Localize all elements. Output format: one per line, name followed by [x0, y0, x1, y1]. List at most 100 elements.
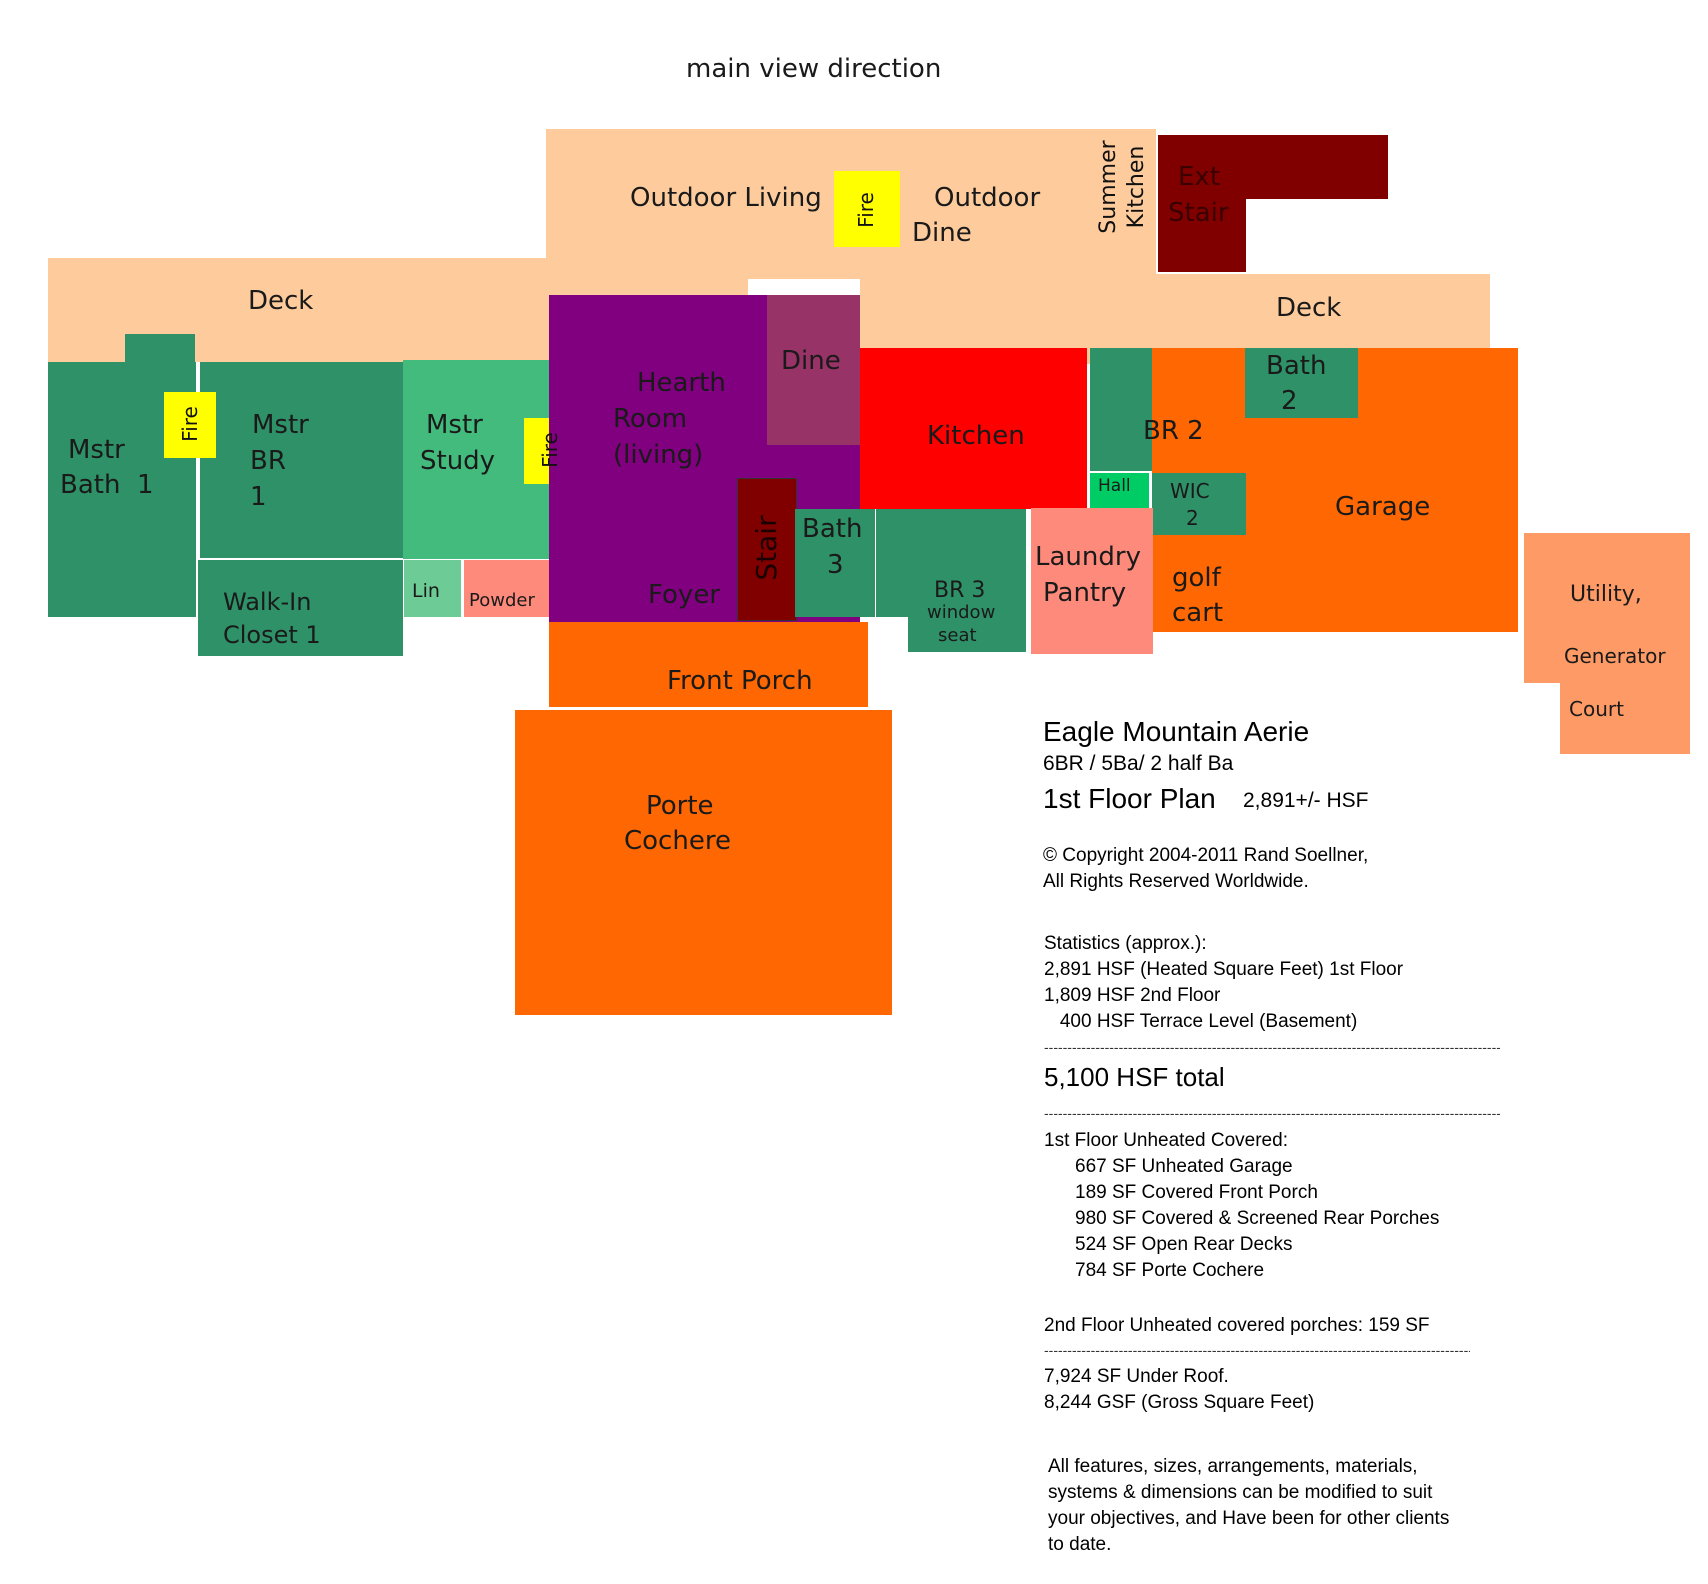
hall-label: Hall [1098, 476, 1131, 496]
wic2-label-2: 2 [1186, 506, 1199, 530]
disclaimer-line-2: systems & dimensions can be modified to … [1048, 1482, 1433, 1503]
hearth-room-label-2: Room [613, 404, 688, 434]
stair-label: Stair [750, 515, 783, 581]
fire-top-label: Fire [854, 192, 878, 228]
kitchen [860, 348, 1087, 509]
mstr-bath-label-2: Bath 1 [60, 470, 154, 500]
hearth-room-label-3: (living) [613, 440, 704, 470]
mstr-study-label-2: Study [420, 446, 496, 476]
view-direction-label: main view direction [686, 54, 942, 84]
unheated-line-1: 667 SF Unheated Garage [1075, 1156, 1293, 1177]
bath2-label-2: 2 [1281, 386, 1298, 416]
window-seat-label-2: seat [938, 625, 977, 646]
hall [1090, 473, 1149, 508]
mstr-br-label-1: Mstr [252, 410, 309, 440]
laundry-pantry [1031, 508, 1153, 654]
gross-sf: 8,244 GSF (Gross Square Feet) [1044, 1392, 1315, 1413]
second-floor-porches: 2nd Floor Unheated covered porches: 159 … [1044, 1315, 1430, 1336]
wic2 [1152, 473, 1246, 535]
stats-line-3: 400 HSF Terrace Level (Basement) [1044, 1011, 1358, 1032]
deck-left-label: Deck [248, 286, 314, 316]
summer-kitchen-label-1: Summer [1096, 140, 1121, 234]
golf-cart-label-1: golf [1172, 563, 1221, 593]
porte-cochere-label-2: Cochere [624, 826, 731, 856]
stats-heading: Statistics (approx.): [1044, 933, 1207, 954]
bath3 [795, 509, 875, 617]
porte-cochere-label-1: Porte [646, 791, 714, 821]
divider-1: ----------------------------------------… [1044, 1039, 1500, 1055]
unheated-line-4: 524 SF Open Rear Decks [1075, 1234, 1293, 1255]
disclaimer-line-3: your objectives, and Have been for other… [1048, 1508, 1450, 1529]
copyright-line-1: © Copyright 2004-2011 Rand Soellner, [1043, 845, 1369, 866]
dine-label: Dine [781, 346, 841, 376]
walk-in-closet [198, 560, 403, 656]
wic2-label-1: WIC [1170, 479, 1210, 503]
ext-stair-label-2: Stair [1168, 198, 1229, 228]
golf-cart-label-2: cart [1172, 598, 1224, 628]
unheated-line-3: 980 SF Covered & Screened Rear Porches [1075, 1208, 1440, 1229]
mstr-br [200, 362, 403, 558]
ext-stair-bottom [1158, 135, 1246, 272]
br3-label: BR 3 [934, 580, 986, 598]
fire-left [164, 392, 216, 458]
br3 [876, 509, 1026, 617]
mstr-bath-label-1: Mstr [68, 435, 125, 465]
mstr-br-label-3: 1 [250, 482, 267, 512]
hearth-room-label-1: Hearth [637, 368, 726, 398]
plan-title: Eagle Mountain Aerie [1043, 716, 1310, 747]
mstr-br-label-2: BR [250, 446, 286, 476]
utility-label-3: Court [1569, 697, 1624, 721]
divider-2: ----------------------------------------… [1044, 1105, 1500, 1121]
bath3-label-1: Bath [802, 514, 863, 544]
bath2 [1245, 348, 1358, 418]
unheated-line-5: 784 SF Porte Cochere [1075, 1260, 1265, 1281]
outdoor-dine-label-1: Outdoor [934, 183, 1041, 213]
ext-stair-label-1: Ext [1178, 162, 1221, 192]
utility-label-2: Generator [1564, 644, 1666, 668]
deck-right-label: Deck [1276, 293, 1342, 323]
front-porch [549, 622, 868, 707]
stair [737, 478, 797, 621]
powder-label: Powder [469, 590, 535, 611]
br2-label: BR 2 [1143, 416, 1204, 446]
outdoor-dine-label-2: Dine [912, 218, 972, 248]
plan-subtitle: 6BR / 5Ba/ 2 half Ba [1043, 752, 1234, 775]
copyright-line-2: All Rights Reserved Worldwide. [1043, 871, 1309, 892]
lin-label: Lin [412, 580, 440, 602]
front-porch-label: Front Porch [667, 666, 813, 696]
fire-left-label: Fire [178, 406, 202, 442]
utility-upper [1524, 533, 1690, 683]
summer-kitchen-label-2: Kitchen [1124, 145, 1149, 229]
laundry-label-2: Pantry [1043, 578, 1127, 608]
foyer-label: Foyer [648, 580, 721, 610]
porte-cochere [515, 710, 892, 1015]
disclaimer-line-1: All features, sizes, arrangements, mater… [1048, 1456, 1418, 1477]
powder [464, 560, 549, 617]
unheated-line-2: 189 SF Covered Front Porch [1075, 1182, 1318, 1203]
walk-in-closet-label-1: Walk-In [223, 588, 312, 616]
lin [404, 560, 461, 617]
stats-line-2: 1,809 HSF 2nd Floor [1044, 985, 1221, 1006]
outdoor-living-label: Outdoor Living [630, 183, 822, 213]
kitchen-label: Kitchen [927, 421, 1025, 451]
window-seat-label-1: window [927, 602, 996, 623]
floor-hsf: 2,891+/- HSF [1243, 789, 1369, 812]
disclaimer-line-4: to date. [1048, 1534, 1112, 1555]
mstr-study-label-1: Mstr [426, 410, 483, 440]
fire-top [834, 171, 900, 247]
utility-lower [1560, 680, 1690, 754]
utility-label-1: Utility, [1570, 582, 1642, 607]
stats-line-1: 2,891 HSF (Heated Square Feet) 1st Floor [1044, 959, 1404, 980]
garage-label: Garage [1335, 492, 1431, 522]
dine [767, 295, 860, 445]
divider-3: ----------------------------------------… [1044, 1342, 1470, 1358]
laundry-label-1: Laundry [1035, 542, 1141, 572]
under-roof: 7,924 SF Under Roof. [1044, 1366, 1229, 1387]
br3-window-seat [908, 600, 1026, 652]
floor-label: 1st Floor Plan [1043, 783, 1216, 814]
walk-in-closet-label-2: Closet 1 [223, 621, 321, 649]
unheated-heading: 1st Floor Unheated Covered: [1044, 1130, 1288, 1151]
fire-mid-label: Fire [538, 432, 562, 468]
bath2-label-1: Bath [1266, 351, 1327, 381]
